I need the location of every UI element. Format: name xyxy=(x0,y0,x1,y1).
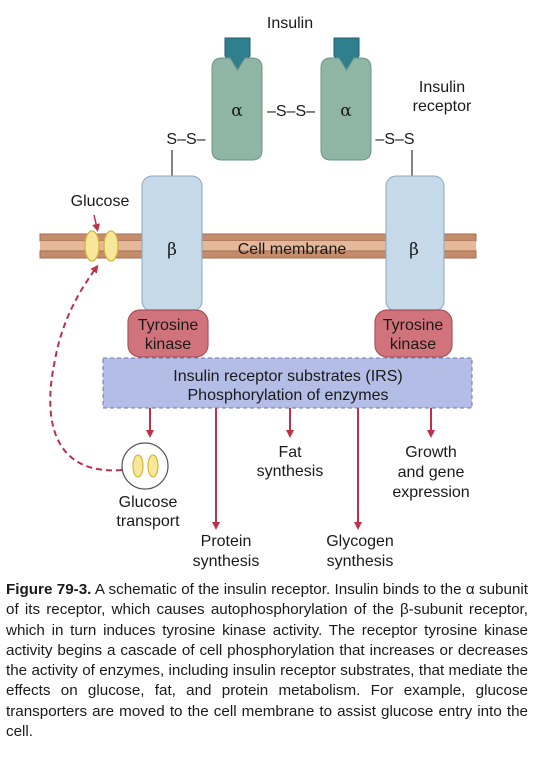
glucose-transporter-recycle-arrow xyxy=(49,264,123,472)
cell-membrane-label: Cell membrane xyxy=(238,241,347,258)
insulin-receptor-label-line2: receptor xyxy=(413,98,472,115)
tyrosine-kinase-left-line1: Tyrosine xyxy=(138,317,199,334)
glycogen-synthesis-label-line2: synthesis xyxy=(327,553,394,570)
figure-label: Figure 79-3. xyxy=(6,581,92,598)
disulfide-bond-mid: –S–S– xyxy=(267,103,315,120)
insulin-receptor-label-line1: Insulin xyxy=(419,79,465,96)
tyrosine-kinase-right-line2: kinase xyxy=(390,336,436,353)
growth-label-line3: expression xyxy=(392,484,469,501)
alpha-subunit-left xyxy=(211,57,263,161)
tyrosine-kinase-left xyxy=(127,309,209,358)
insulin-receptor-diagram: Insulin α α –S–S– S–S– –S–S Insulin rece… xyxy=(39,15,477,570)
irs-label-line2: Phosphorylation of enzymes xyxy=(188,387,389,404)
glucose-transporter-vesicle xyxy=(121,442,169,490)
protein-synthesis-label-line2: synthesis xyxy=(193,553,260,570)
beta-label-left: β xyxy=(167,240,177,260)
growth-label-line2: and gene xyxy=(398,464,465,481)
glucose-arrow xyxy=(92,214,100,232)
tyrosine-kinase-left-line2: kinase xyxy=(145,336,191,353)
glycogen-synthesis-label-line1: Glycogen xyxy=(326,533,394,550)
insulin-label: Insulin xyxy=(267,15,313,32)
figure-caption: Figure 79-3. A schematic of the insulin … xyxy=(6,580,528,742)
glucose-channel-membrane xyxy=(84,230,119,262)
cell-membrane xyxy=(39,233,477,259)
glucose-transport-label-line1: Glucose xyxy=(119,494,178,511)
alpha-label-right: α xyxy=(340,101,352,121)
alpha-subunit-right xyxy=(320,57,372,161)
irs-box xyxy=(102,357,473,409)
disulfide-bond-left: S–S– xyxy=(166,131,205,148)
fat-synthesis-label-line2: synthesis xyxy=(257,463,324,480)
caption-text: A schematic of the insulin receptor. Ins… xyxy=(6,581,528,741)
alpha-label-left: α xyxy=(231,101,243,121)
irs-label-line1: Insulin receptor substrates (IRS) xyxy=(173,368,402,385)
growth-label-line1: Growth xyxy=(405,444,457,461)
fat-synthesis-label-line1: Fat xyxy=(278,444,302,461)
disulfide-bond-right: –S–S xyxy=(375,131,414,148)
tyrosine-kinase-right-line1: Tyrosine xyxy=(383,317,444,334)
glucose-label: Glucose xyxy=(71,193,130,210)
protein-synthesis-label-line1: Protein xyxy=(201,533,252,550)
tyrosine-kinase-right xyxy=(374,309,453,358)
glucose-transport-label-line2: transport xyxy=(116,513,180,530)
beta-label-right: β xyxy=(409,240,419,260)
